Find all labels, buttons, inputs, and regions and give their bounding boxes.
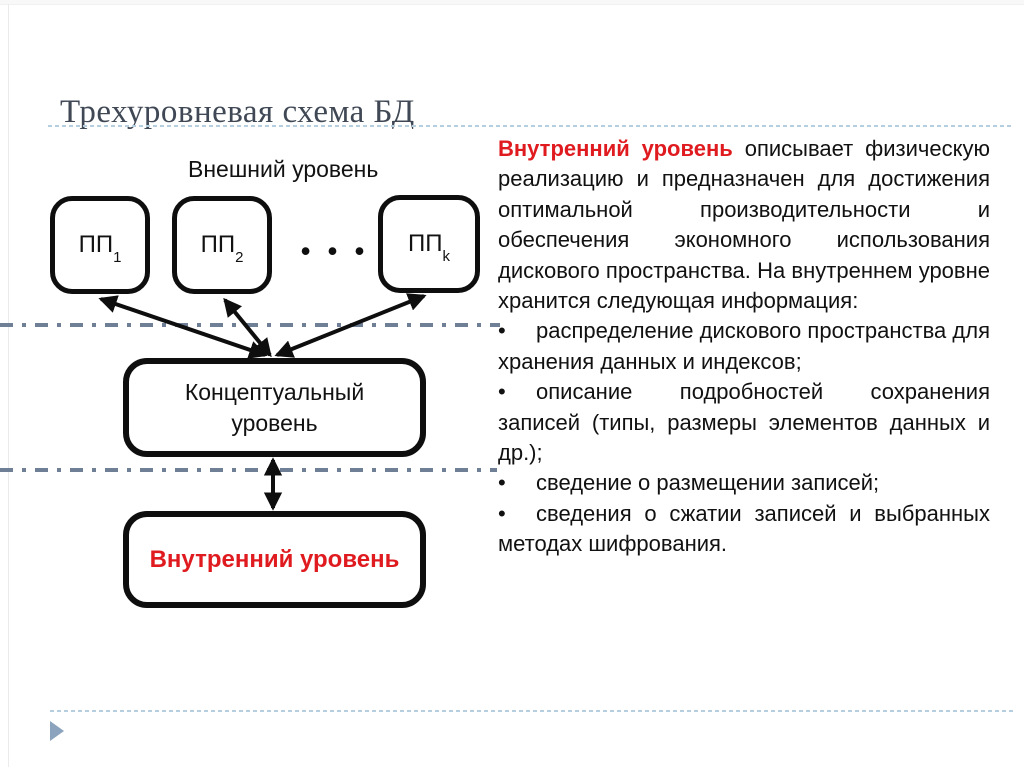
article: Внутренний уровень описывает физическую …	[498, 134, 990, 560]
bullet-marker: •	[498, 470, 506, 496]
slide-top-border	[0, 4, 1024, 5]
bullet-marker: •	[498, 500, 506, 526]
conceptual-level-label: Концептуальный уровень	[184, 378, 365, 436]
arrow-ppk-conceptual	[274, 293, 427, 358]
bullet-item: •сведения о сжатии записей и выбранных м…	[498, 499, 990, 560]
bullet-text: сведение о размещении записей;	[536, 470, 880, 496]
article-lead-heading: Внутренний уровень	[498, 136, 733, 161]
pp1-label: ПП1	[78, 231, 122, 266]
bullet-item: •распределение дискового пространства дл…	[498, 316, 990, 377]
arrow-pp1-conceptual	[98, 295, 268, 359]
slide-top-band	[0, 0, 1024, 4]
conceptual-level-box: Концептуальный уровень	[123, 358, 426, 457]
pp2-label: ПП2	[200, 231, 244, 266]
pp2-box: ПП2	[172, 196, 272, 294]
ppk-label: ППk	[408, 230, 450, 265]
ellipsis-dots: • • •	[300, 236, 370, 266]
internal-level-label: Внутренний уровень	[149, 545, 400, 573]
ppk-box: ППk	[378, 195, 480, 293]
article-lead-text: описывает физическую реализацию и предна…	[498, 136, 990, 314]
pp1-box: ПП1	[50, 196, 150, 294]
bullet-item: •описание подробностей сохранения записе…	[498, 377, 990, 468]
external-level-label: Внешний уровень	[188, 156, 379, 182]
slide-title: Трехуровневая схема БД	[60, 94, 415, 131]
bullet-item: • сведение о размещении записей;	[498, 468, 990, 498]
slide-footer-arrow-icon	[50, 721, 64, 741]
bullet-text: сведения о сжатии записей и выбранных ме…	[498, 500, 990, 557]
article-lead-paragraph: Внутренний уровень описывает физическую …	[498, 134, 990, 316]
slide-left-border	[8, 4, 9, 767]
bullet-text: распределение дискового пространства для…	[498, 318, 990, 374]
title-underline	[48, 125, 1012, 127]
internal-level-box: Внутренний уровень	[123, 511, 426, 608]
bullet-text: описание подробностей сохранения записей…	[498, 379, 990, 466]
bullet-marker: •	[498, 379, 506, 405]
bullet-marker: •	[498, 318, 506, 344]
arrow-pp2-conceptual	[223, 297, 272, 358]
footer-divider	[50, 710, 1016, 712]
